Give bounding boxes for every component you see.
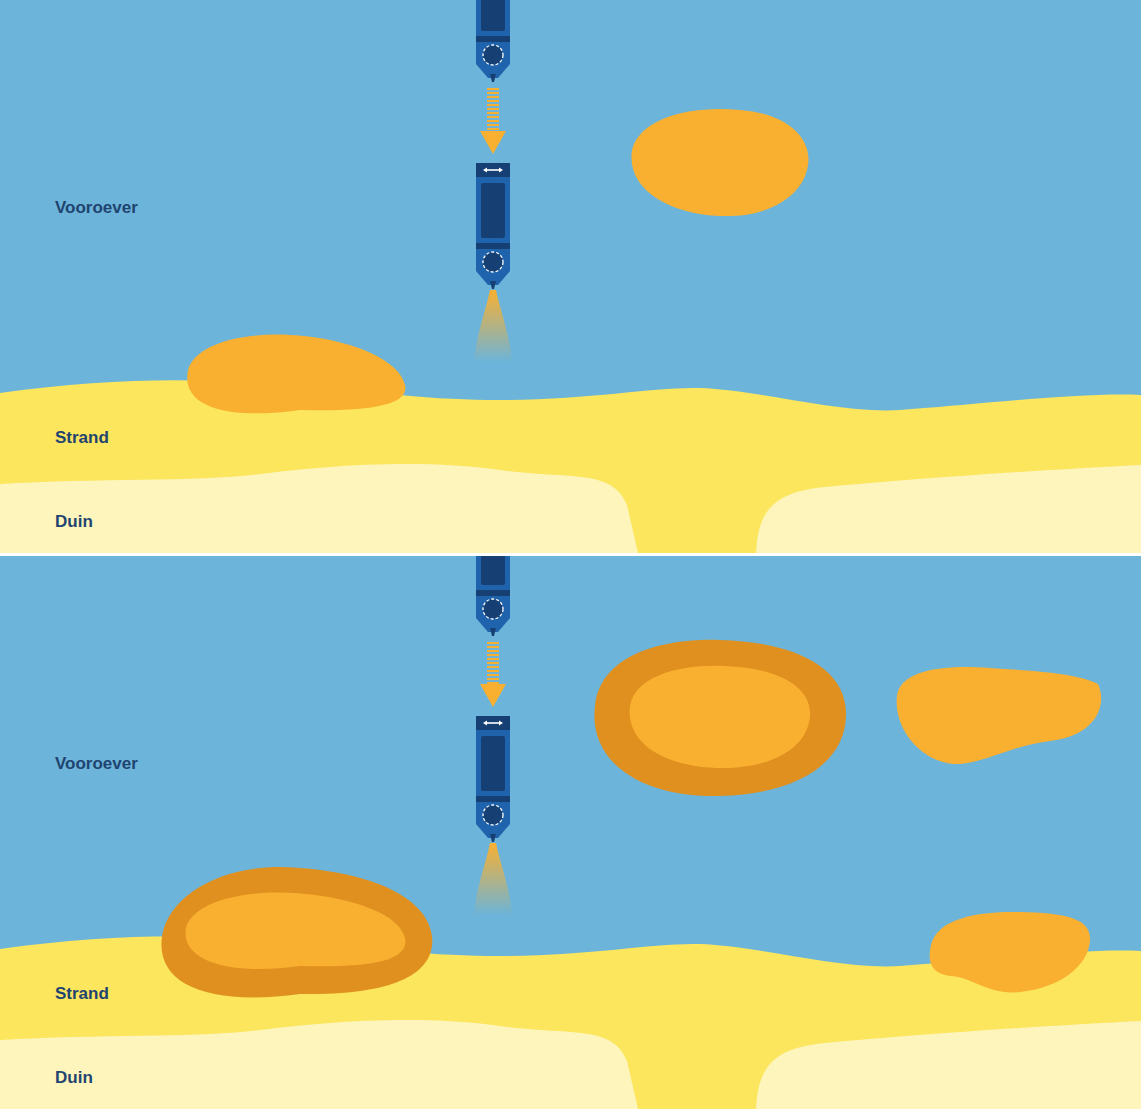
sand-spray (474, 290, 512, 362)
coast-bands (0, 556, 1141, 1109)
sailing-arrow (487, 88, 499, 131)
sand-deposit-grown (161, 867, 432, 997)
region-label: Duin (55, 512, 93, 532)
sand-deposit (897, 667, 1102, 764)
region-label: Strand (55, 984, 109, 1004)
sailing-arrow (487, 642, 499, 684)
dredger-ship (476, 556, 510, 636)
sailing-arrow (480, 131, 506, 154)
dredger-ship (476, 163, 510, 289)
region-label: Vooroever (55, 198, 138, 218)
panel-after (0, 510, 1141, 1109)
region-label: Duin (55, 1068, 93, 1088)
sand-spray (474, 843, 512, 915)
sand-deposit-grown (594, 640, 846, 796)
sand-deposit (930, 912, 1090, 993)
sailing-arrow (480, 684, 506, 707)
dredger-ship (476, 0, 510, 82)
panel-before (0, 0, 1141, 553)
sand-deposit (630, 666, 810, 768)
region-label: Vooroever (55, 754, 138, 774)
sand-deposit (186, 893, 406, 969)
dredger-ship (476, 716, 510, 842)
sand-deposit (631, 109, 808, 216)
coast-bands (0, 0, 1141, 553)
sand-deposit (187, 335, 405, 414)
region-label: Strand (55, 428, 109, 448)
